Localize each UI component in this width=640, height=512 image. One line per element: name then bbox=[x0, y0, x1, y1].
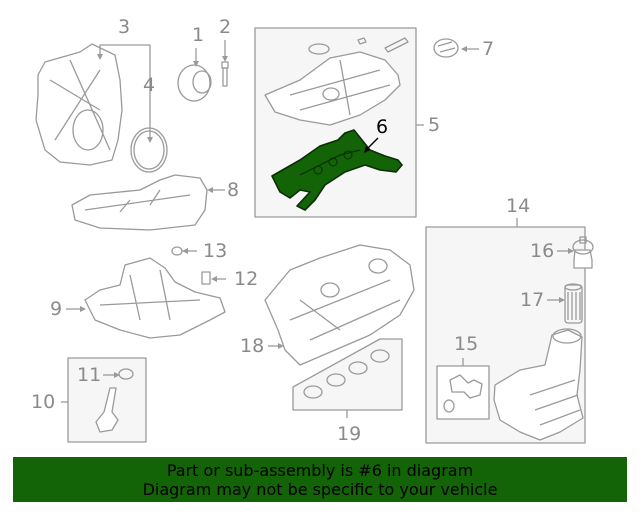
callout-13[interactable]: 13 bbox=[203, 240, 228, 262]
callout-1[interactable]: 1 bbox=[192, 24, 205, 46]
callout-10[interactable]: 10 bbox=[31, 391, 56, 413]
callout-11[interactable]: 11 bbox=[77, 364, 102, 386]
callout-6[interactable]: 6 bbox=[376, 116, 389, 138]
diagram-drawing bbox=[35, 27, 594, 444]
callout-5[interactable]: 5 bbox=[428, 114, 441, 136]
callout-9[interactable]: 9 bbox=[50, 298, 63, 320]
info-banner: Part or sub-assembly is #6 in diagram Di… bbox=[13, 457, 627, 502]
banner-line-2: Diagram may not be specific to your vehi… bbox=[142, 480, 498, 499]
banner-line-1: Part or sub-assembly is #6 in diagram bbox=[166, 461, 474, 480]
callout-14[interactable]: 14 bbox=[506, 195, 531, 217]
callout-2[interactable]: 2 bbox=[219, 16, 232, 38]
callout-19[interactable]: 19 bbox=[337, 423, 362, 445]
callout-18[interactable]: 18 bbox=[240, 335, 265, 357]
callout-12[interactable]: 12 bbox=[234, 268, 259, 290]
callout-8[interactable]: 8 bbox=[227, 179, 240, 201]
callout-4[interactable]: 4 bbox=[143, 74, 156, 96]
parts-diagram: 1 2 3 4 5 6 7 8 9 10 11 12 13 14 15 16 1… bbox=[31, 16, 594, 445]
callout-16[interactable]: 16 bbox=[530, 240, 555, 262]
callout-17[interactable]: 17 bbox=[520, 289, 545, 311]
highlighted-part-6 bbox=[271, 129, 403, 211]
callout-7[interactable]: 7 bbox=[482, 38, 495, 60]
callout-3[interactable]: 3 bbox=[118, 16, 131, 38]
callout-15[interactable]: 15 bbox=[454, 333, 479, 355]
